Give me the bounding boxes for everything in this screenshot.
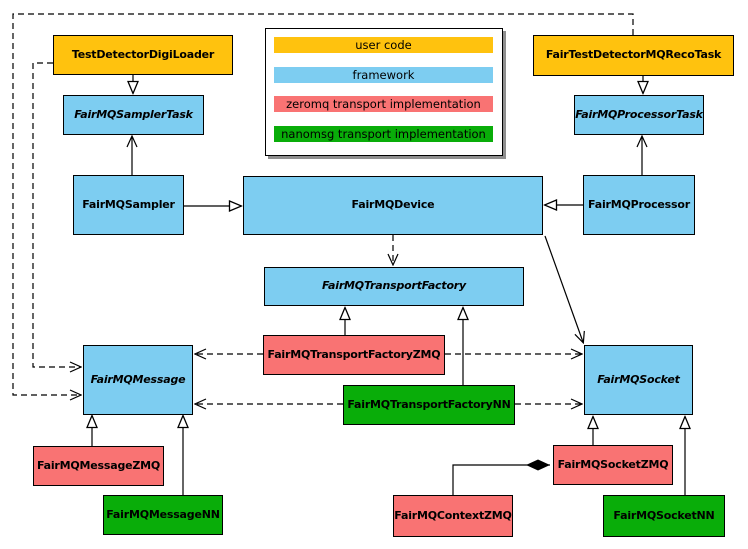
legend: user code framework zeromq transport imp… <box>265 28 503 156</box>
edge-device-uses-socket <box>544 235 583 342</box>
edge-recotask-depends-message <box>12 13 634 395</box>
class-fairmq-message-nn: FairMQMessageNN <box>103 495 223 535</box>
class-fairmq-sampler: FairMQSampler <box>73 175 184 235</box>
legend-framework: framework <box>274 67 493 83</box>
legend-zeromq-transport: zeromq transport implementation <box>274 96 493 112</box>
edge-digiloader-depends-message <box>32 62 80 367</box>
class-fairmq-message-zmq: FairMQMessageZMQ <box>33 446 164 486</box>
class-fairmq-transport-factory-zmq: FairMQTransportFactoryZMQ <box>263 335 445 375</box>
legend-nanomsg-transport: nanomsg transport implementation <box>274 126 493 142</box>
class-fairmq-message: FairMQMessage <box>83 345 193 415</box>
class-fairmq-transport-factory: FairMQTransportFactory <box>264 267 524 306</box>
class-fairmq-sampler-task: FairMQSamplerTask <box>63 95 204 135</box>
class-fairmq-processor: FairMQProcessor <box>583 175 695 235</box>
edge-contextzmq-composed-in-socketzmq <box>452 459 550 495</box>
class-fair-test-detector-mq-reco-task: FairTestDetectorMQRecoTask <box>533 35 734 76</box>
class-fairmq-context-zmq: FairMQContextZMQ <box>393 495 513 537</box>
legend-user-code: user code <box>274 37 493 53</box>
class-fairmq-processor-task: FairMQProcessorTask <box>574 95 704 135</box>
class-fairmq-socket: FairMQSocket <box>584 345 693 415</box>
class-fairmq-socket-nn: FairMQSocketNN <box>603 495 725 537</box>
class-fairmq-device: FairMQDevice <box>243 176 543 235</box>
class-test-detector-digi-loader: TestDetectorDigiLoader <box>53 35 233 75</box>
class-fairmq-socket-zmq: FairMQSocketZMQ <box>553 445 673 485</box>
class-fairmq-transport-factory-nn: FairMQTransportFactoryNN <box>343 385 515 425</box>
